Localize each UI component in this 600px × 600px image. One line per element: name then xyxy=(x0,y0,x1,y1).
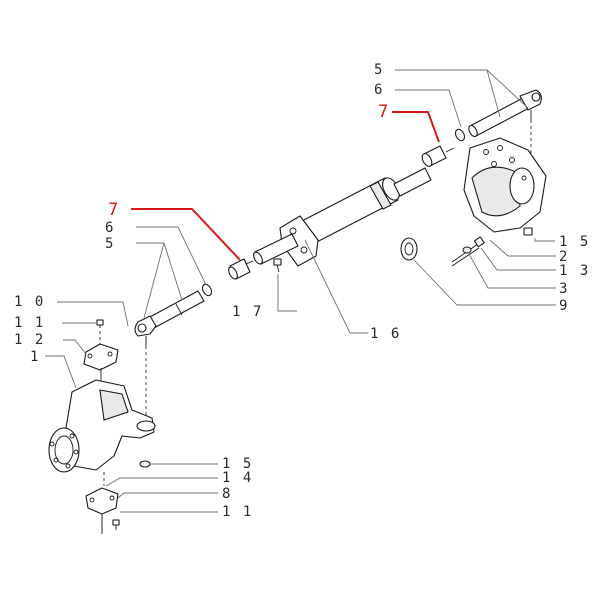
label-15-right: 1 5 xyxy=(559,234,590,250)
bolt-11-lower xyxy=(112,519,120,530)
label-15-bottom: 1 5 xyxy=(222,456,253,472)
label-11-left: 1 1 xyxy=(14,315,45,331)
steering-cylinder xyxy=(253,167,432,273)
left-nut-6 xyxy=(201,283,213,297)
left-washer-15 xyxy=(139,460,151,468)
label-11-bottom: 1 1 xyxy=(222,504,253,520)
label-16: 1 6 xyxy=(370,326,401,342)
label-5-left: 5 xyxy=(105,236,115,252)
label-12: 1 2 xyxy=(14,332,45,348)
label-9-right: 9 xyxy=(559,298,569,314)
label-3-right: 3 xyxy=(559,281,569,297)
label-6-top: 6 xyxy=(374,82,384,98)
label-7-top: 7 xyxy=(378,102,388,122)
left-steering-knuckle xyxy=(48,379,156,473)
label-14: 1 4 xyxy=(222,470,253,486)
label-13-right: 1 3 xyxy=(559,263,590,279)
left-upper-pin-12 xyxy=(83,343,119,396)
label-6-left: 6 xyxy=(105,220,115,236)
right-seal-ring-9 xyxy=(400,237,418,261)
right-clamp-7 xyxy=(421,145,455,168)
label-10: 1 0 xyxy=(14,294,45,310)
left-lower-pin-14 xyxy=(85,472,119,534)
label-5-top: 5 xyxy=(374,62,384,78)
right-steering-knuckle xyxy=(463,137,547,236)
right-nut-6 xyxy=(454,128,466,142)
right-bolt-13 xyxy=(451,236,485,267)
left-tie-rod-5 xyxy=(134,290,205,424)
bolt-11-upper xyxy=(96,319,104,344)
label-17: 1 7 xyxy=(232,304,263,320)
left-clamp-7 xyxy=(228,258,254,280)
label-8: 8 xyxy=(222,486,232,502)
label-1: 1 xyxy=(30,349,40,365)
label-2-right: 2 xyxy=(559,249,569,265)
callout-labels: 5 6 7 1 5 2 1 3 3 9 7 6 5 1 7 1 6 1 0 1 … xyxy=(14,62,590,520)
label-7-left: 7 xyxy=(108,200,118,220)
bolt-17 xyxy=(273,258,282,273)
leader-lines xyxy=(45,69,556,513)
